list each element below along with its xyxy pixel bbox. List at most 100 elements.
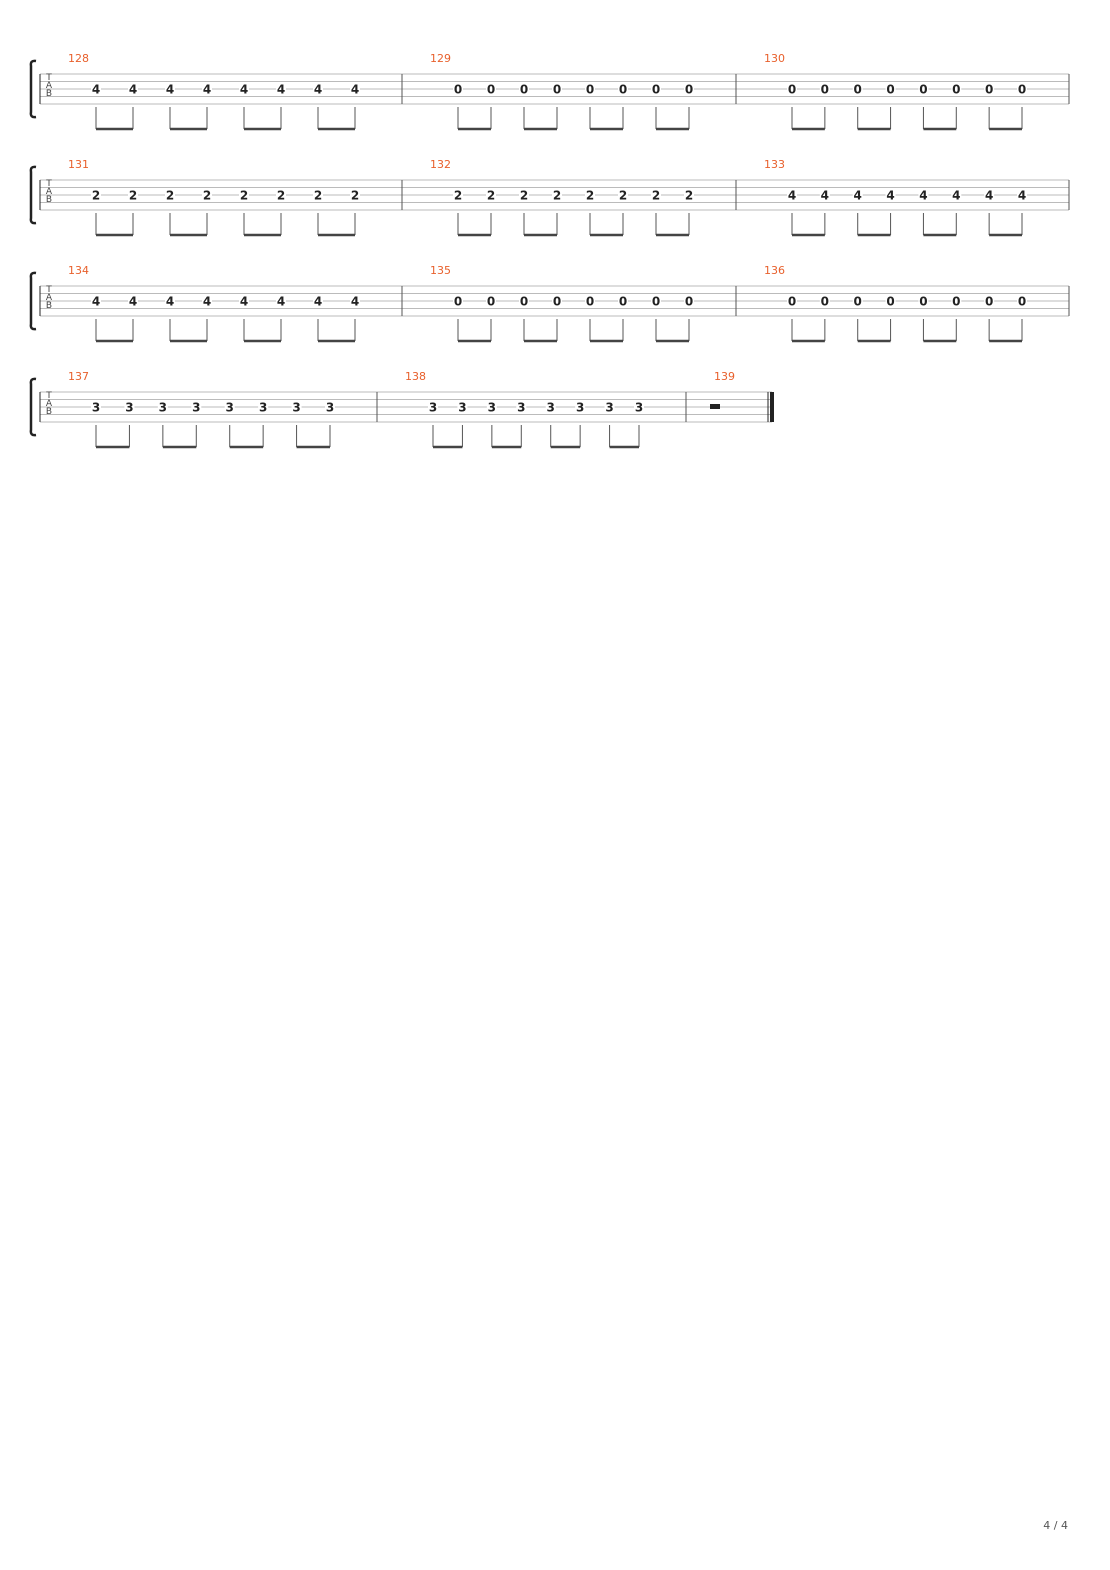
fret-number: 4 bbox=[314, 295, 322, 309]
fret-number: 2 bbox=[487, 189, 495, 203]
note-background bbox=[618, 189, 628, 201]
fret-number: 3 bbox=[635, 401, 643, 415]
note-background bbox=[165, 189, 175, 201]
note-background bbox=[918, 295, 929, 307]
fret-number: 3 bbox=[125, 401, 133, 415]
tab-clef-letter: B bbox=[46, 301, 52, 311]
note-background bbox=[239, 83, 249, 95]
tab-clef-letter: A bbox=[46, 293, 53, 303]
note-background bbox=[1017, 189, 1027, 201]
page-number: 4 / 4 bbox=[1043, 1519, 1068, 1532]
measure-number: 131 bbox=[68, 158, 89, 171]
fret-number: 0 bbox=[454, 83, 462, 97]
fret-number: 4 bbox=[788, 189, 796, 203]
measure-number: 129 bbox=[430, 52, 451, 65]
fret-number: 0 bbox=[652, 295, 660, 309]
fret-number: 0 bbox=[919, 295, 927, 309]
note-background bbox=[276, 189, 286, 201]
note-background bbox=[239, 295, 249, 307]
fret-number: 2 bbox=[203, 189, 211, 203]
note-background bbox=[918, 189, 929, 201]
fret-number: 4 bbox=[240, 295, 248, 309]
fret-number: 0 bbox=[619, 295, 627, 309]
fret-number: 0 bbox=[520, 83, 528, 97]
fret-number: 3 bbox=[429, 401, 437, 415]
note-background bbox=[202, 83, 212, 95]
note-background bbox=[313, 189, 323, 201]
fret-number: 4 bbox=[854, 189, 862, 203]
fret-number: 3 bbox=[517, 401, 525, 415]
note-background bbox=[819, 295, 830, 307]
fret-number: 3 bbox=[458, 401, 466, 415]
note-background bbox=[128, 295, 138, 307]
fret-number: 2 bbox=[586, 189, 594, 203]
fret-number: 4 bbox=[92, 295, 100, 309]
note-background bbox=[552, 83, 562, 95]
fret-number: 4 bbox=[952, 189, 960, 203]
measure-number: 137 bbox=[68, 370, 89, 383]
note-background bbox=[787, 295, 797, 307]
note-background bbox=[951, 189, 962, 201]
fret-number: 4 bbox=[886, 189, 894, 203]
measure-number: 133 bbox=[764, 158, 785, 171]
note-background bbox=[787, 83, 797, 95]
fret-number: 0 bbox=[487, 295, 495, 309]
note-background bbox=[852, 83, 863, 95]
note-background bbox=[951, 295, 962, 307]
note-background bbox=[1017, 295, 1027, 307]
half-rest bbox=[710, 404, 720, 409]
tab-clef-letter: T bbox=[45, 179, 52, 189]
note-background bbox=[984, 295, 995, 307]
fret-number: 0 bbox=[586, 83, 594, 97]
note-background bbox=[91, 189, 101, 201]
fret-number: 0 bbox=[886, 295, 894, 309]
note-background bbox=[519, 83, 529, 95]
note-background bbox=[350, 83, 360, 95]
note-background bbox=[313, 83, 323, 95]
note-background bbox=[552, 189, 562, 201]
note-background bbox=[684, 83, 694, 95]
fret-number: 3 bbox=[192, 401, 200, 415]
system-bracket bbox=[29, 271, 37, 331]
fret-number: 0 bbox=[586, 295, 594, 309]
fret-number: 4 bbox=[821, 189, 829, 203]
note-background bbox=[157, 401, 168, 413]
note-background bbox=[276, 83, 286, 95]
note-background bbox=[124, 401, 135, 413]
note-background bbox=[202, 295, 212, 307]
note-background bbox=[585, 189, 595, 201]
note-background bbox=[885, 189, 896, 201]
note-background bbox=[516, 401, 527, 413]
fret-number: 0 bbox=[854, 295, 862, 309]
note-background bbox=[128, 83, 138, 95]
fret-number: 0 bbox=[952, 83, 960, 97]
note-background bbox=[91, 83, 101, 95]
note-background bbox=[457, 401, 468, 413]
fret-number: 2 bbox=[351, 189, 359, 203]
fret-number: 0 bbox=[520, 295, 528, 309]
note-background bbox=[852, 295, 863, 307]
fret-number: 4 bbox=[92, 83, 100, 97]
measure-number: 139 bbox=[714, 370, 735, 383]
note-background bbox=[552, 295, 562, 307]
measure-number: 132 bbox=[430, 158, 451, 171]
note-background bbox=[486, 295, 496, 307]
tab-clef-letter: B bbox=[46, 89, 52, 99]
fret-number: 2 bbox=[314, 189, 322, 203]
note-background bbox=[325, 401, 335, 413]
measure-number: 135 bbox=[430, 264, 451, 277]
fret-number: 2 bbox=[166, 189, 174, 203]
fret-number: 4 bbox=[314, 83, 322, 97]
fret-number: 2 bbox=[454, 189, 462, 203]
fret-number: 0 bbox=[854, 83, 862, 97]
fret-number: 0 bbox=[821, 83, 829, 97]
note-background bbox=[819, 83, 830, 95]
fret-number: 3 bbox=[547, 401, 555, 415]
fret-number: 2 bbox=[553, 189, 561, 203]
system-bracket bbox=[29, 165, 37, 225]
tab-clef-letter: T bbox=[45, 391, 52, 401]
note-background bbox=[313, 295, 323, 307]
fret-number: 0 bbox=[553, 295, 561, 309]
note-background bbox=[684, 189, 694, 201]
